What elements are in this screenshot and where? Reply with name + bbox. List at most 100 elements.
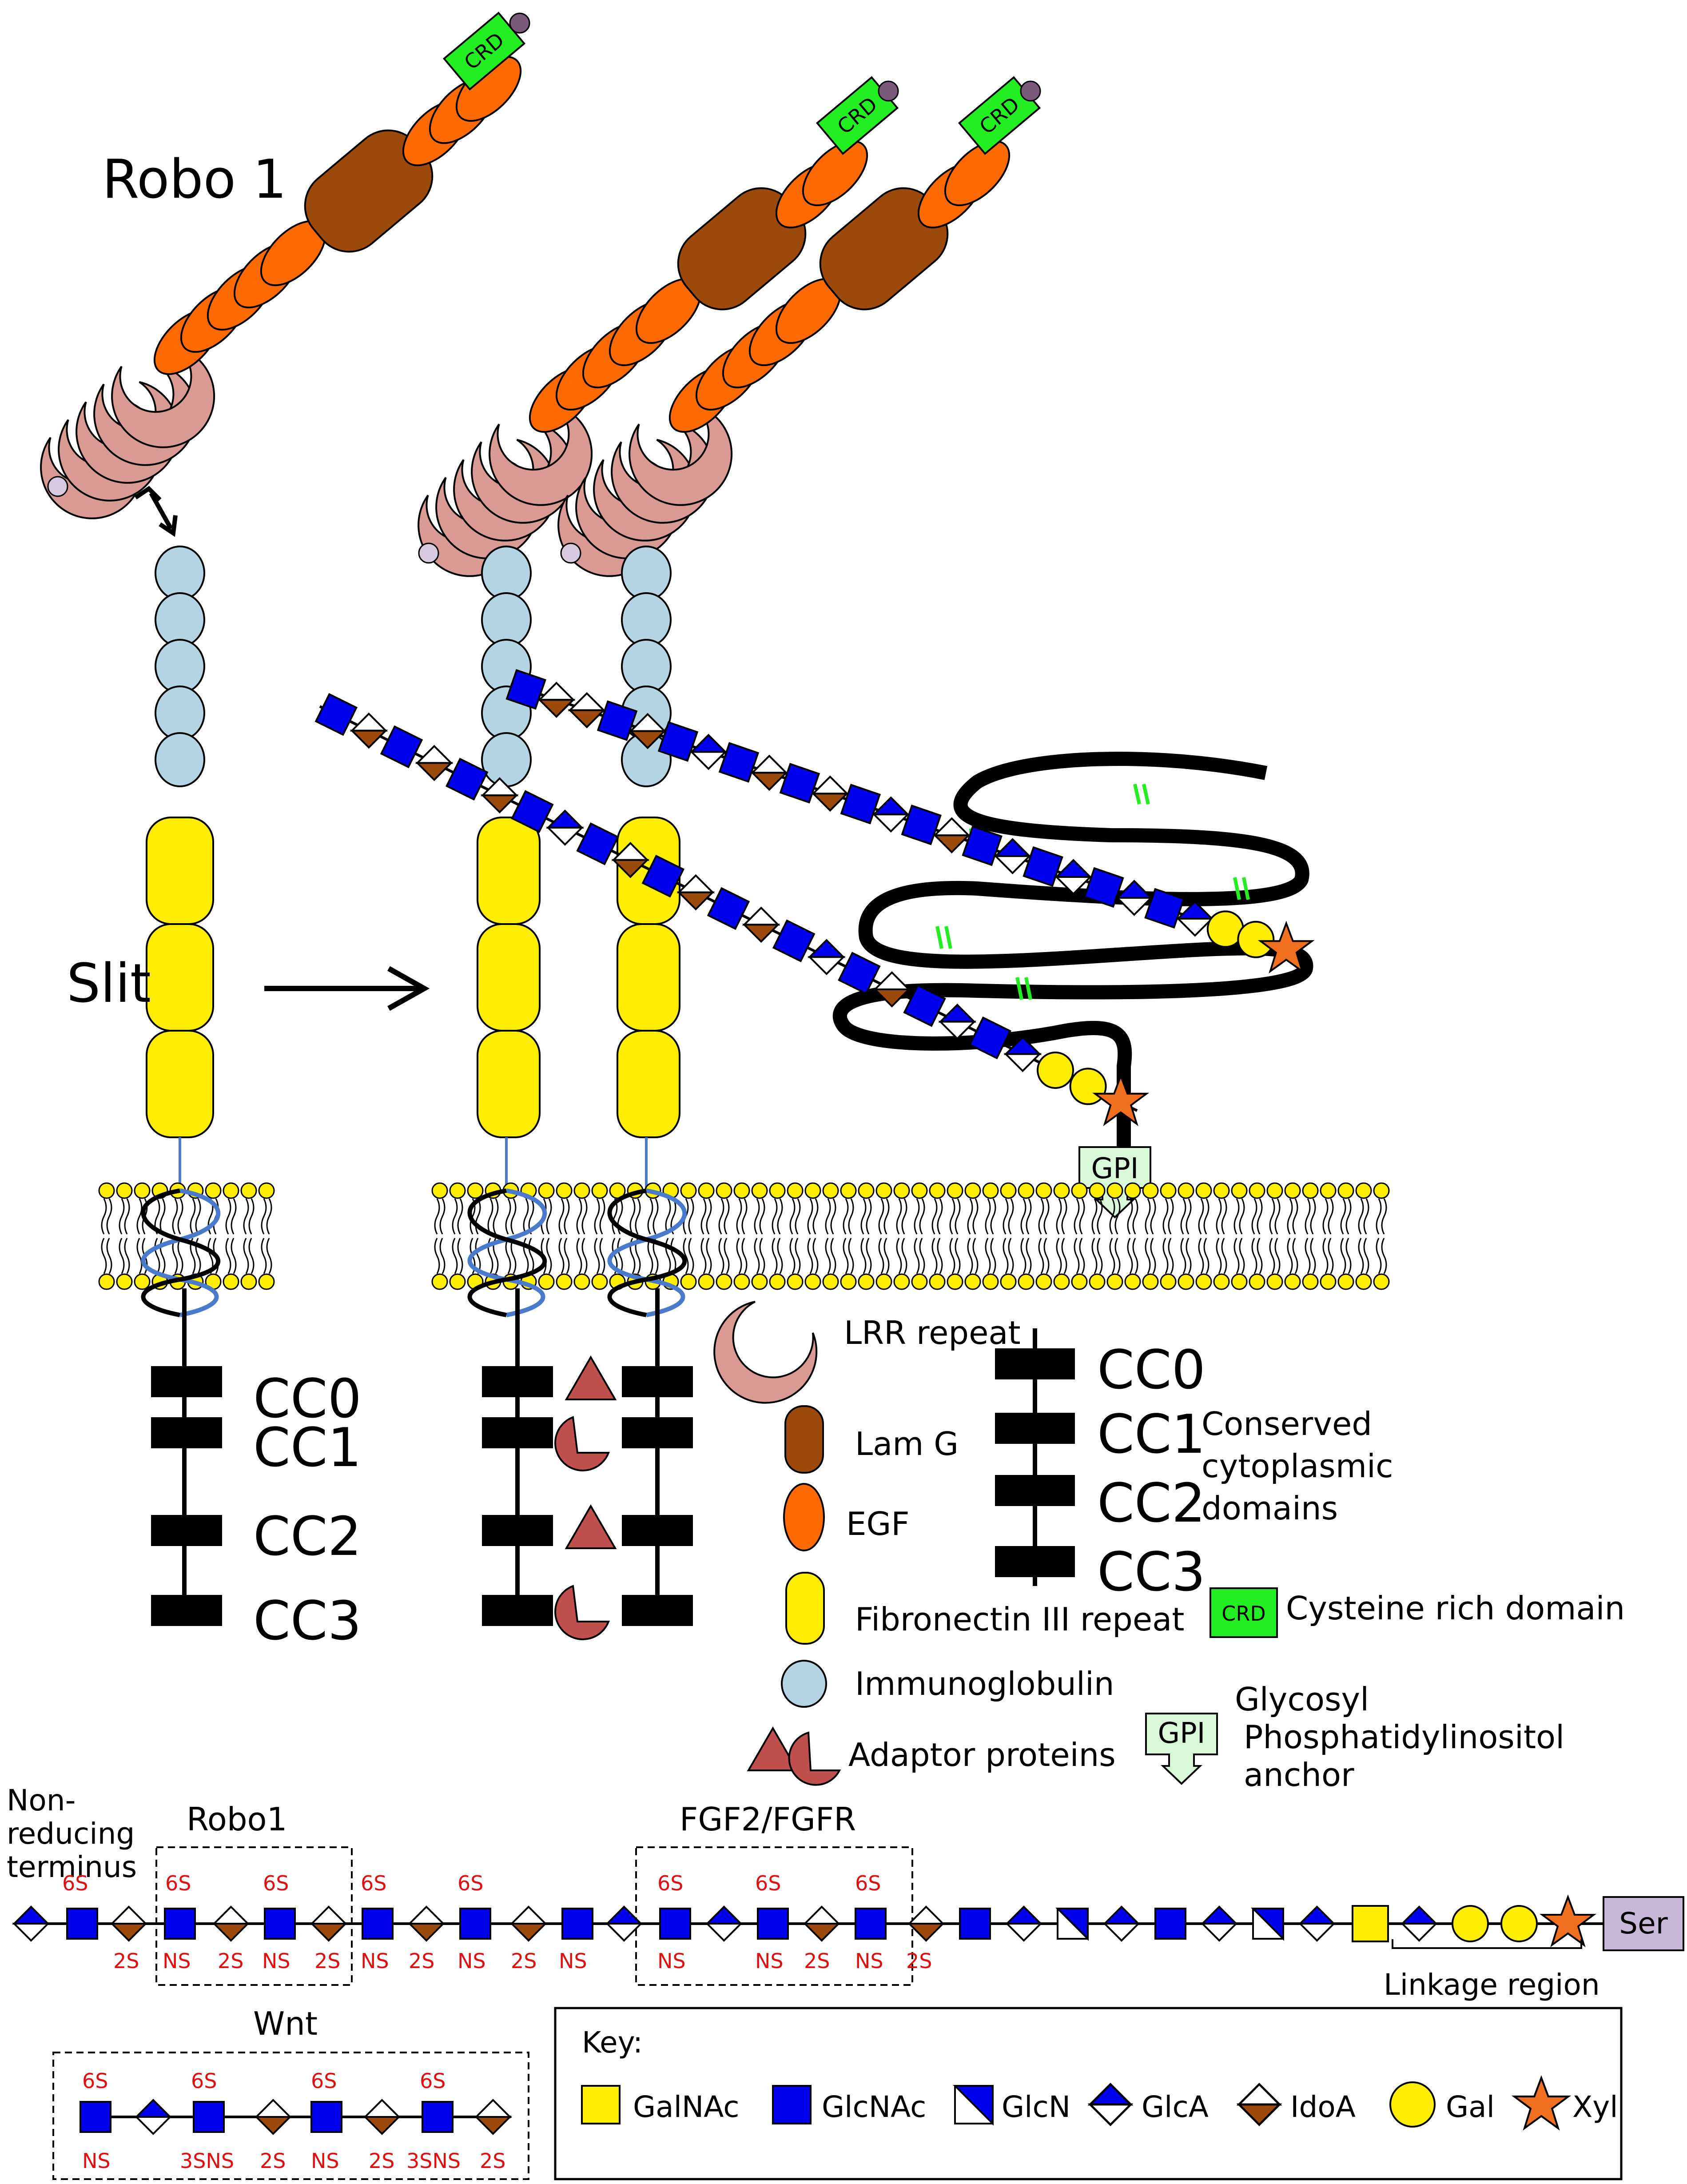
legend-conserved-3: domains bbox=[1202, 1490, 1338, 1527]
lipid-tail bbox=[599, 1238, 605, 1274]
legend: LRR repeat Lam G EGF Fibronectin III rep… bbox=[713, 1301, 1625, 1793]
key-title: Key: bbox=[582, 2025, 643, 2060]
mod: 2S bbox=[113, 1949, 139, 1973]
lipid-tail bbox=[1109, 1198, 1115, 1235]
lipid-head bbox=[804, 1273, 821, 1290]
lipid-tail bbox=[1322, 1198, 1329, 1235]
lipid-tail bbox=[1074, 1238, 1080, 1274]
mod: 6S bbox=[361, 1871, 386, 1895]
lipid-head bbox=[1231, 1182, 1248, 1199]
lipid-head bbox=[98, 1182, 115, 1199]
lipid-head bbox=[964, 1273, 981, 1290]
crd-legend-icon bbox=[1210, 1587, 1278, 1638]
lipid-tail bbox=[119, 1198, 125, 1235]
lipid-tail bbox=[1056, 1238, 1062, 1274]
idoa-residue bbox=[934, 817, 970, 853]
idoa-residue bbox=[213, 1906, 249, 1941]
lipid-tail bbox=[1074, 1198, 1080, 1235]
lipid-head bbox=[858, 1182, 875, 1199]
lipid-tail bbox=[700, 1238, 707, 1274]
wnt-mod: NS bbox=[311, 2149, 339, 2173]
glcnac-residue bbox=[380, 725, 423, 768]
lipid-head bbox=[467, 1182, 484, 1199]
lipid-tail bbox=[1109, 1238, 1115, 1274]
cc3-left: CC3 bbox=[253, 1590, 362, 1652]
lipid-tail bbox=[1150, 1238, 1156, 1274]
lipid-tail bbox=[665, 1198, 671, 1235]
idoa-residue bbox=[538, 682, 574, 718]
lipid-tail bbox=[1287, 1198, 1293, 1235]
lipid-tail bbox=[635, 1198, 641, 1235]
glcnac-residue bbox=[80, 2101, 111, 2133]
hs-chain-upper bbox=[506, 669, 1313, 972]
mod: NS bbox=[657, 1949, 686, 1973]
lipid-tail bbox=[1132, 1198, 1138, 1235]
lipid-tail bbox=[1257, 1238, 1263, 1274]
linkage-label: Linkage region bbox=[1384, 1968, 1600, 2002]
lipid-tail bbox=[990, 1238, 996, 1274]
mod: 2S bbox=[511, 1949, 537, 1973]
slit-label: Slit bbox=[67, 953, 151, 1015]
idoa-residue bbox=[364, 2099, 400, 2135]
xyl-icon bbox=[1514, 2078, 1568, 2128]
lipid-tail bbox=[1056, 1198, 1062, 1235]
lipid-tail bbox=[647, 1198, 653, 1235]
lipid-tail bbox=[266, 1198, 272, 1235]
lipid-head bbox=[964, 1182, 981, 1199]
lipid-head bbox=[1373, 1182, 1390, 1199]
gal-residue bbox=[1037, 1052, 1074, 1089]
lipid-tail bbox=[248, 1198, 255, 1235]
lipid-tail bbox=[576, 1198, 582, 1235]
lipid-tail bbox=[1008, 1198, 1014, 1235]
lipid-head bbox=[1337, 1182, 1354, 1199]
lipid-head bbox=[929, 1273, 946, 1290]
wnt-mod: 2S bbox=[260, 2149, 286, 2173]
lipid-tail bbox=[688, 1198, 694, 1235]
lipid-tail bbox=[546, 1238, 552, 1274]
lipid-tail bbox=[1310, 1198, 1316, 1235]
lipid-tail bbox=[777, 1198, 783, 1235]
lipid-tail bbox=[119, 1238, 125, 1274]
mod: 6S bbox=[755, 1871, 781, 1895]
lipid-head bbox=[1035, 1182, 1052, 1199]
wnt-mod: 6S bbox=[420, 2069, 446, 2093]
gal-residue bbox=[1452, 1905, 1489, 1942]
lipid-head bbox=[1213, 1182, 1230, 1199]
idoa-residue bbox=[511, 1906, 546, 1941]
lipid-tail bbox=[937, 1238, 943, 1274]
lipid-tail bbox=[1239, 1198, 1245, 1235]
mod: 6S bbox=[657, 1871, 683, 1895]
mod: 2S bbox=[804, 1949, 830, 1973]
mod: 6S bbox=[263, 1871, 289, 1895]
lipid-tail bbox=[243, 1198, 249, 1235]
mod: 6S bbox=[855, 1871, 881, 1895]
lipid-head bbox=[840, 1273, 857, 1290]
lipid-head bbox=[804, 1182, 821, 1199]
lipid-tail bbox=[154, 1238, 160, 1274]
lipid-tail bbox=[688, 1238, 694, 1274]
hs-wnt-modifications: 6S NS 6S 3SNS 2S 6S NS 2S 6S 3SNS 2S bbox=[82, 2069, 505, 2173]
lipid-head bbox=[240, 1182, 257, 1199]
lipid-head bbox=[116, 1273, 133, 1290]
lipid-tail bbox=[452, 1238, 458, 1274]
glca-residue bbox=[873, 797, 909, 833]
lipid-tail bbox=[1322, 1238, 1329, 1274]
lipid-head bbox=[205, 1182, 222, 1199]
idoa-residue bbox=[311, 1906, 346, 1941]
lipid-tail bbox=[1079, 1198, 1085, 1235]
lipid-head bbox=[1320, 1273, 1337, 1290]
lipid-tail bbox=[434, 1198, 440, 1235]
lipid-head bbox=[573, 1273, 590, 1290]
lipid-tail bbox=[896, 1238, 902, 1274]
glca-residue bbox=[1104, 1906, 1139, 1941]
lipid-tail bbox=[647, 1238, 653, 1274]
lipid-tail bbox=[955, 1238, 961, 1274]
legend-gpi-1: Glycosyl bbox=[1235, 1681, 1369, 1718]
fgf-binding-label: FGF2/FGFR bbox=[680, 1801, 856, 1838]
lipid-tail bbox=[1363, 1198, 1369, 1235]
lipid-tail bbox=[789, 1238, 796, 1274]
mod: NS bbox=[361, 1949, 389, 1973]
lipid-tail bbox=[1269, 1198, 1275, 1235]
xyl-residue bbox=[1541, 1896, 1595, 1946]
